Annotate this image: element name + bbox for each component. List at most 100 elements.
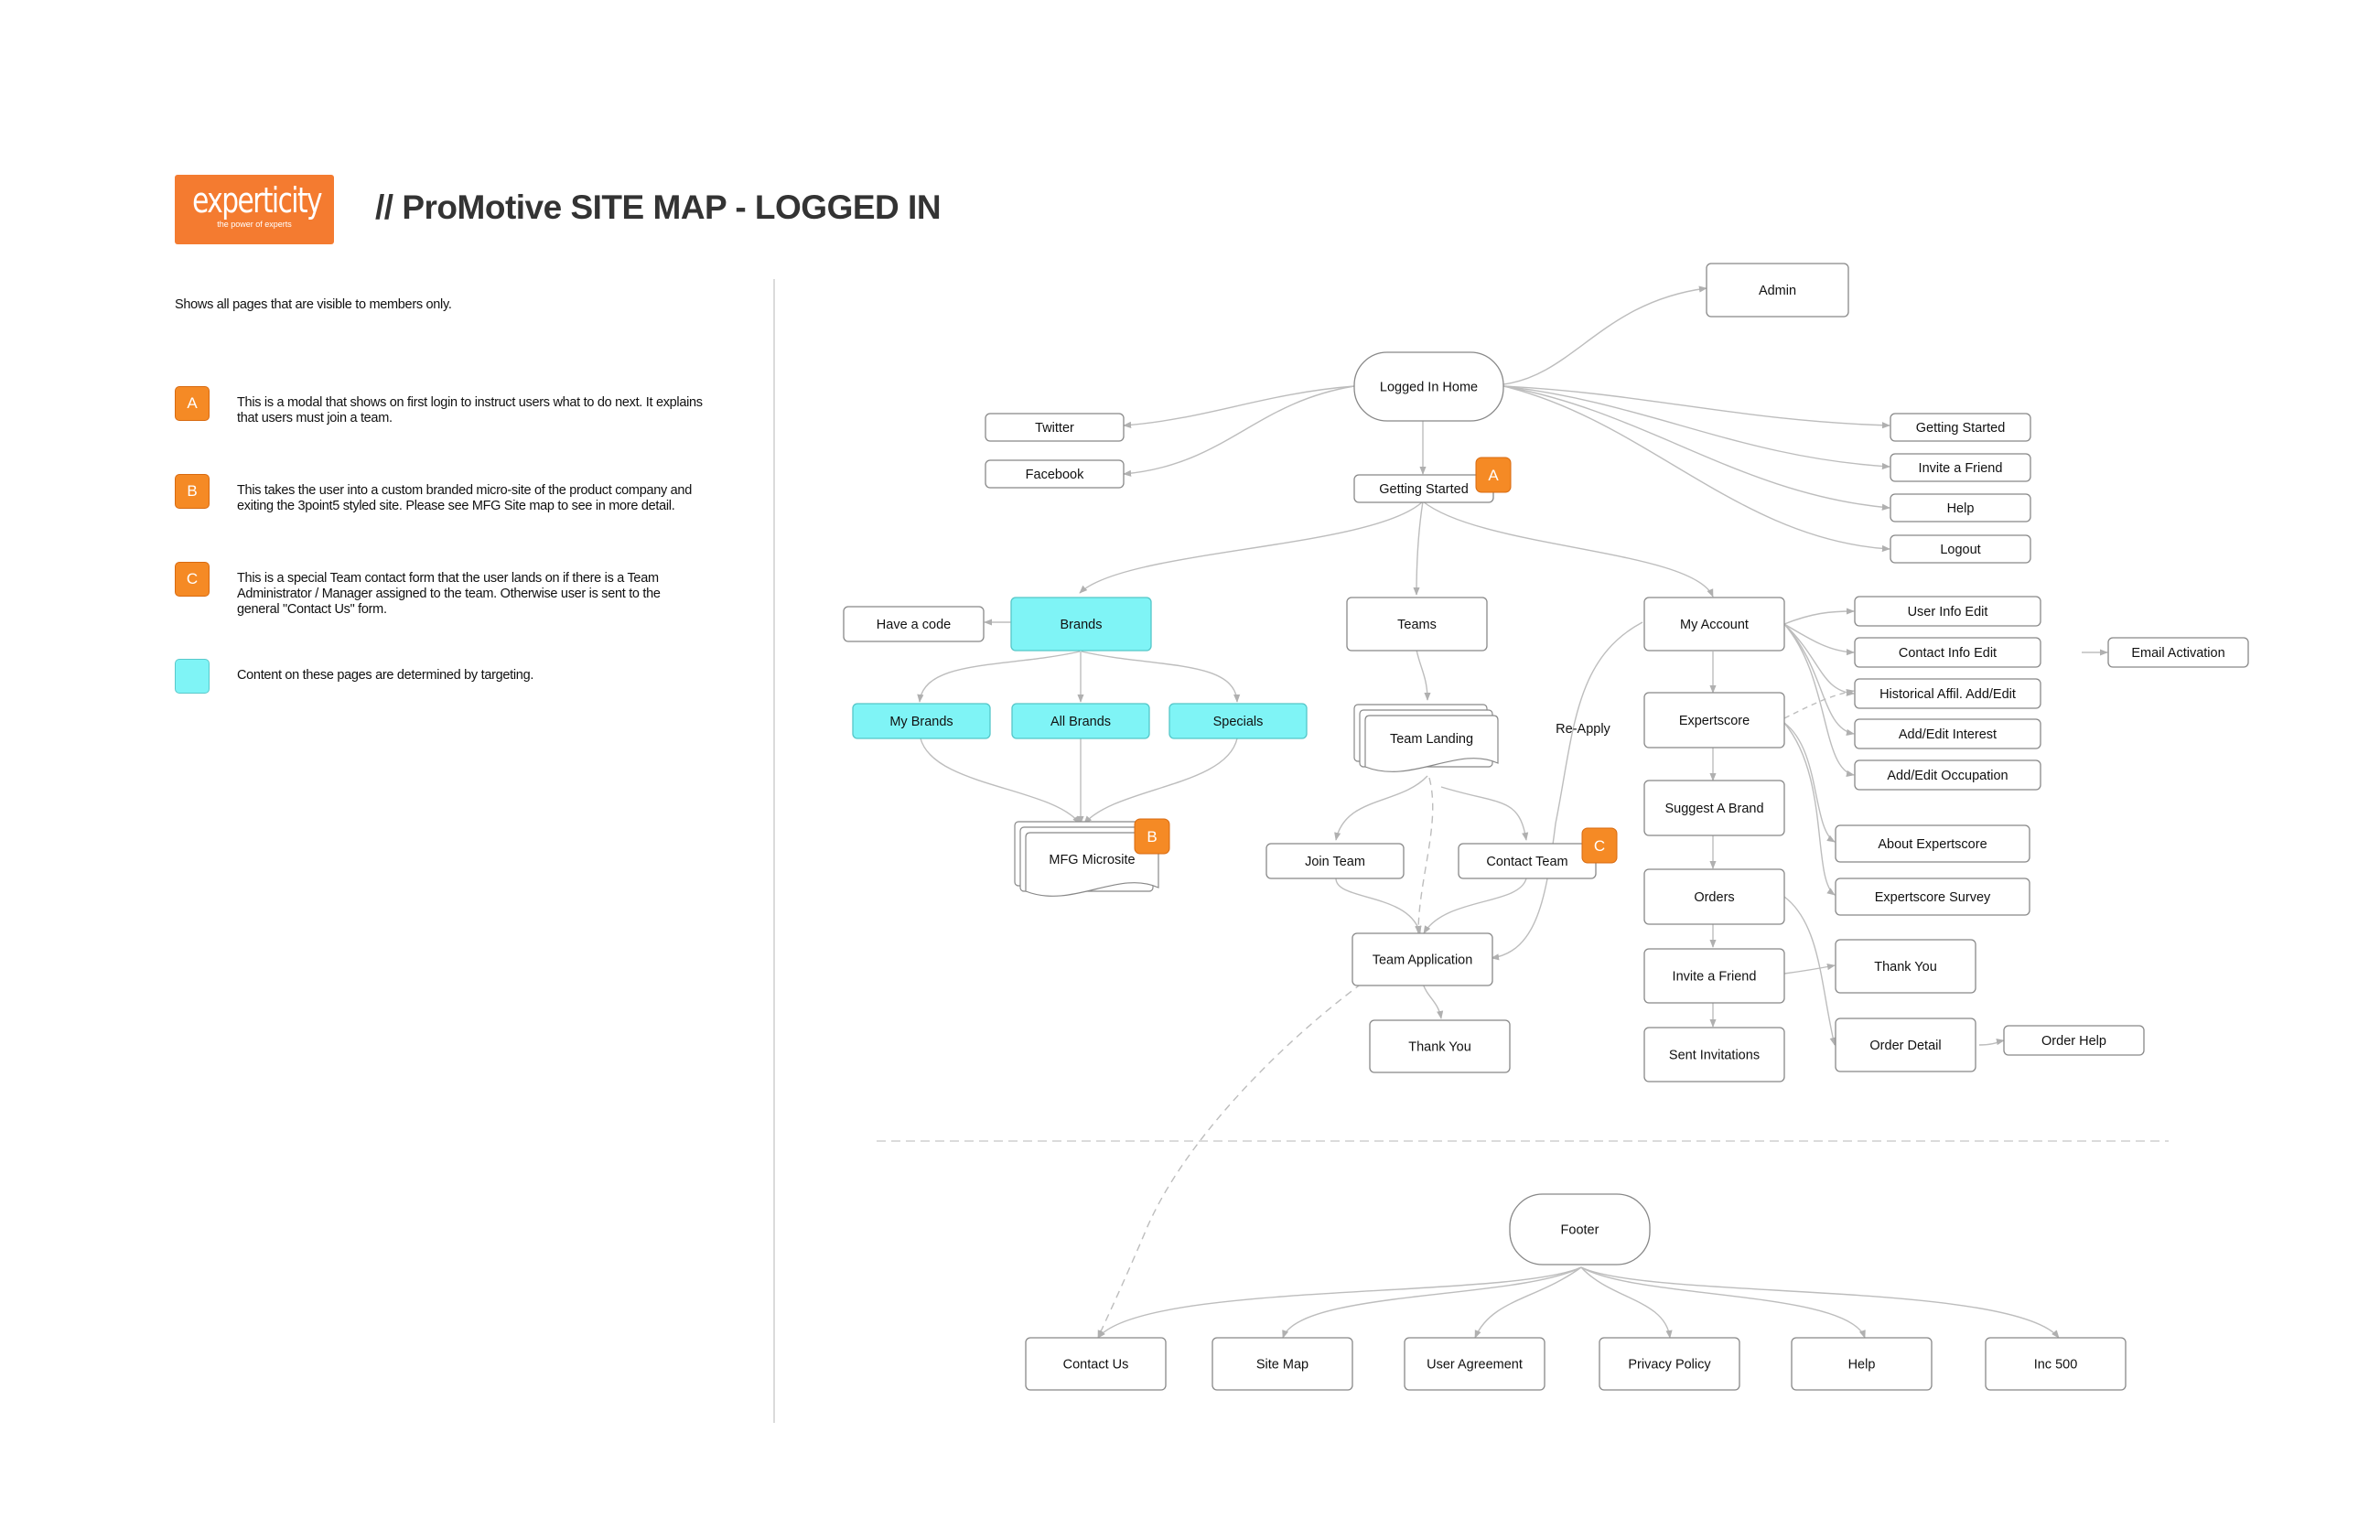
edge-app-thankyou [1422,983,1444,1019]
node-help-footer: Help [1791,1337,1933,1391]
node-label: Logout [1940,543,1980,557]
node-label: Join Team [1305,855,1365,869]
legend-text-a: This is a modal that shows on first logi… [237,395,703,425]
legend-text-b: This takes the user into a custom brande… [237,483,692,513]
edge-teams-landing [1416,649,1431,701]
node-label: About Expertscore [1878,837,1987,852]
node-label: Order Help [2041,1034,2106,1049]
edge-invite-thankyou [1783,964,1836,975]
node-privacy-policy: Privacy Policy [1599,1337,1740,1391]
edge-landing-app-dashed [1415,777,1434,934]
node-order-detail: Order Detail [1835,1018,1976,1072]
page-title: // ProMotive SITE MAP - LOGGED IN [375,188,942,226]
node-label: My Account [1680,618,1749,632]
node-label: Teams [1397,618,1437,632]
edge-home-twitter [1123,385,1355,428]
node-teams: Teams [1346,597,1488,652]
node-have-code: Have a code [843,606,985,642]
node-team-app: Team Application [1352,932,1493,986]
edge-home-help [1502,385,1890,511]
experticity-logo: experticity the power of experts [175,175,334,244]
node-user-agreement: User Agreement [1404,1337,1545,1391]
node-label: Contact Info Edit [1899,646,1997,661]
node-mfg: MFG Microsite [1014,821,1159,897]
edge-footer-inc500 [1580,1266,2060,1339]
node-label: MFG Microsite [1049,853,1135,867]
node-expertscore-survey: Expertscore Survey [1835,878,2030,916]
edge-footer-privacy [1580,1266,1673,1339]
node-label: Email Activation [2131,646,2224,661]
node-historical: Historical Affil. Add/Edit [1854,678,2041,709]
node-getting-started: Getting Started [1353,474,1494,503]
node-label: Footer [1561,1223,1599,1238]
edge-gs-brands [1079,501,1424,594]
node-orders: Orders [1643,868,1785,925]
node-label: Expertscore [1679,714,1750,728]
node-label: Help [1848,1358,1876,1373]
node-label: User Info Edit [1908,605,1988,619]
node-my-brands: My Brands [852,703,991,739]
node-label: Invite a Friend [1673,970,1757,985]
edge-specials-mfg [1083,738,1238,824]
node-label: Have a code [877,618,951,632]
node-footer: Footer [1509,1193,1651,1265]
node-twitter: Twitter [985,413,1125,442]
edge-landing-contact [1440,786,1529,841]
edge-home-gs-right [1502,385,1890,429]
node-home: Logged In Home [1353,351,1504,422]
legend-text-targeted: Content on these pages are determined by… [237,668,534,683]
edge-join-app [1335,878,1422,934]
edge-footer-contact [1097,1266,1582,1339]
edge-landing-join [1334,775,1428,841]
node-label: Order Detail [1869,1039,1941,1053]
node-about-expertscore: About Expertscore [1835,824,2030,863]
edge-account-user-info [1783,608,1855,625]
edge-app-contact-us-dashed [1097,983,1362,1339]
badge-label: A [1488,467,1499,484]
node-order-help: Order Help [2003,1025,2145,1056]
legend-badge-a: A [175,386,210,421]
edge-detail-help [1978,1039,2005,1046]
edge-footer-agreement [1474,1266,1582,1339]
node-interest: Add/Edit Interest [1854,718,2041,749]
legend-text-c: This is a special Team contact form that… [237,571,661,617]
node-label: Expertscore Survey [1875,890,1991,905]
node-thank-you-acct: Thank You [1835,939,1976,994]
node-label: Specials [1213,715,1264,729]
node-user-info: User Info Edit [1854,596,2041,627]
node-team-landing: Team Landing [1353,704,1499,772]
node-join-team: Join Team [1265,843,1405,879]
node-label: Contact Us [1063,1358,1129,1373]
node-invite-top: Invite a Friend [1890,453,2031,482]
node-label: Contact Team [1486,855,1567,869]
description-text: Shows all pages that are visible to memb… [175,297,452,312]
edge-gs-teams [1413,501,1424,596]
node-occupation: Add/Edit Occupation [1854,759,2041,791]
edge-contact-app [1423,878,1527,934]
node-label: Site Map [1256,1358,1308,1373]
node-help-top: Help [1890,493,2031,522]
node-label: Add/Edit Interest [1899,727,1997,742]
reapply-label: Re-Apply [1556,722,1610,737]
node-label: My Brands [889,715,953,729]
node-label: Twitter [1035,421,1074,436]
edge-account-historical [1783,623,1855,696]
node-label: Admin [1759,284,1796,298]
node-label: Getting Started [1379,482,1469,497]
node-label: Thank You [1874,960,1937,975]
node-label: Privacy Policy [1628,1358,1711,1373]
node-label: Historical Affil. Add/Edit [1879,687,2016,702]
edge-home-admin [1502,285,1707,385]
edge-home-logout [1502,385,1890,553]
badge-c: C [1581,827,1618,864]
node-brands: Brands [1010,597,1152,652]
node-all-brands: All Brands [1011,703,1150,739]
node-label: Thank You [1408,1040,1471,1055]
node-thank-you-team: Thank You [1369,1019,1511,1073]
node-email-activation: Email Activation [2107,637,2249,668]
edge-brands-specials [1081,651,1241,703]
node-expertscore: Expertscore [1643,692,1785,748]
node-label: Orders [1694,890,1734,905]
